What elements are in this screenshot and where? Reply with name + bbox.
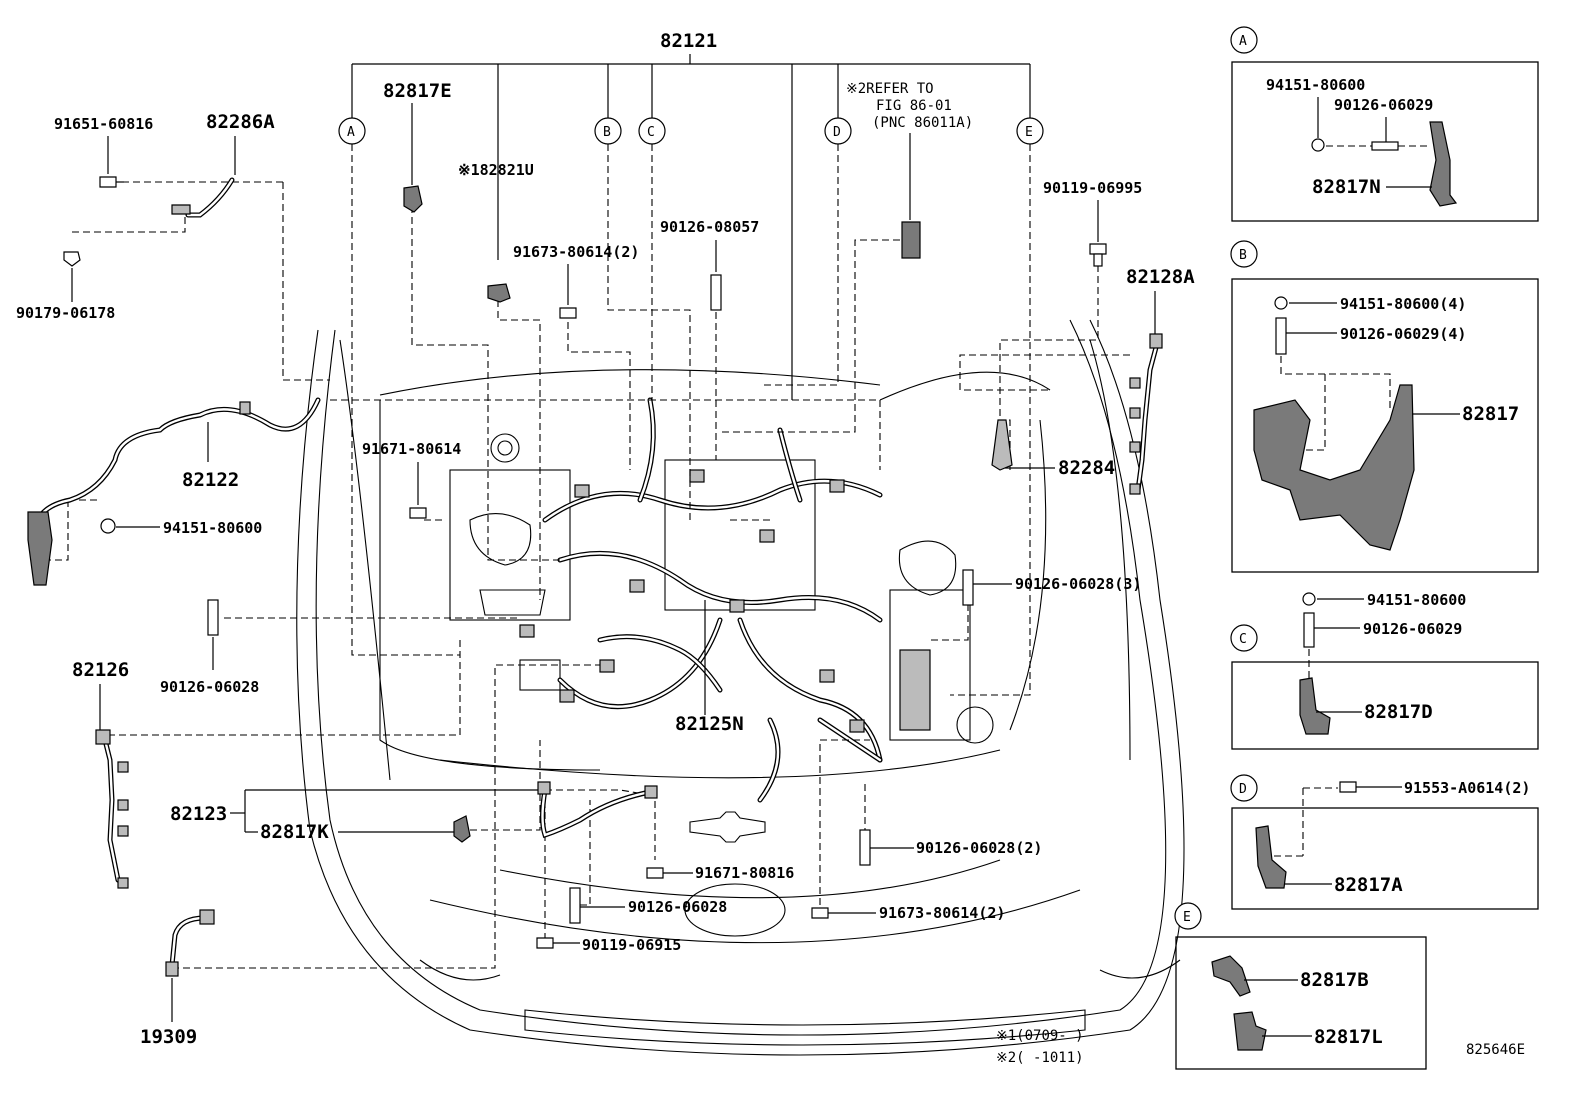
part-82122: 82122 [27, 397, 321, 586]
svg-text:91673-80614(2): 91673-80614(2) [879, 904, 1005, 922]
detail-box-d: D 91553-A0614(2) 82817A [1230, 774, 1539, 910]
part-82821u: ※182821U [458, 161, 534, 303]
part-82128a: 82128A [1126, 266, 1195, 495]
stud-90126-08057: 90126-08057 [660, 218, 759, 311]
svg-text:91671-80614: 91671-80614 [362, 440, 461, 458]
stud-90126-06028-bottom: 90126-06028 [569, 887, 727, 924]
bolt-91671-80614: 91671-80614 [362, 440, 461, 519]
label-82121: 82121 [660, 30, 717, 52]
nut-94151-80600-left: 94151-80600 [100, 518, 262, 537]
svg-text:90126-08057: 90126-08057 [660, 218, 759, 236]
svg-text:※2REFER TO: ※2REFER TO [846, 81, 934, 97]
stud-90126-06028-2: 90126-06028(2) [859, 829, 1042, 866]
svg-text:C: C [647, 125, 655, 140]
svg-text:A: A [1239, 34, 1247, 49]
svg-text:90126-06028(3): 90126-06028(3) [1015, 575, 1141, 593]
svg-text:C: C [1239, 632, 1247, 647]
svg-text:82125N: 82125N [675, 713, 744, 735]
svg-text:90126-06029: 90126-06029 [1363, 620, 1462, 638]
svg-text:※2( -1011): ※2( -1011) [996, 1050, 1084, 1066]
svg-text:82817E: 82817E [383, 80, 452, 102]
part-82125n: 82125N [675, 600, 744, 735]
circle-marker-d: D [824, 117, 852, 145]
svg-text:※182821U: ※182821U [458, 161, 534, 179]
svg-text:94151-80600: 94151-80600 [1367, 591, 1466, 609]
svg-text:90126-06028: 90126-06028 [160, 678, 259, 696]
svg-text:E: E [1183, 910, 1191, 925]
svg-text:82128A: 82128A [1126, 266, 1195, 288]
circle-marker-b: B [594, 117, 622, 145]
svg-text:82286A: 82286A [206, 111, 275, 133]
svg-text:90126-06029: 90126-06029 [1334, 96, 1433, 114]
svg-text:82817A: 82817A [1334, 874, 1403, 896]
circle-marker-e: E [1016, 117, 1044, 145]
svg-text:91673-80614(2): 91673-80614(2) [513, 243, 639, 261]
svg-text:D: D [833, 125, 841, 140]
svg-text:FIG 86-01: FIG 86-01 [876, 98, 952, 114]
svg-text:94151-80600: 94151-80600 [163, 519, 262, 537]
svg-text:91553-A0614(2): 91553-A0614(2) [1404, 779, 1530, 797]
footnotes: ※1(0709- ) ※2( -1011) [996, 1028, 1084, 1066]
svg-text:(PNC 86011A): (PNC 86011A) [872, 115, 973, 131]
svg-text:B: B [1239, 248, 1247, 263]
bolt-90119-06915: 90119-06915 [536, 936, 681, 954]
svg-text:82817K: 82817K [260, 821, 329, 843]
svg-text:94151-80600(4): 94151-80600(4) [1340, 295, 1466, 313]
detail-box-e: E 82817B 82817L [1174, 902, 1427, 1070]
circle-marker-a: A [338, 117, 366, 145]
part-82284: 82284 [991, 419, 1115, 479]
stud-90126-06028-3: 90126-06028(3) [962, 569, 1141, 606]
svg-text:E: E [1025, 125, 1033, 140]
callout-82121-tree: 82121 [351, 30, 1031, 400]
svg-text:A: A [347, 125, 355, 140]
svg-text:91671-80816: 91671-80816 [695, 864, 794, 882]
part-82286a: 82286A [171, 111, 275, 218]
leader-lines-dashed [48, 144, 1130, 969]
stud-90126-06028-left: 90126-06028 [160, 599, 259, 696]
bolt-91651-60816: 91651-60816 [54, 115, 153, 188]
part-82126: 82126 [72, 659, 129, 889]
svg-text:82123: 82123 [170, 803, 227, 825]
svg-text:90119-06915: 90119-06915 [582, 936, 681, 954]
refer-note: ※2REFER TO FIG 86-01 (PNC 86011A) [846, 81, 973, 259]
svg-text:90126-06028: 90126-06028 [628, 898, 727, 916]
svg-text:90126-06029(4): 90126-06029(4) [1340, 325, 1466, 343]
svg-text:90119-06995: 90119-06995 [1043, 179, 1142, 197]
bolt-91673-80614-bottom: 91673-80614(2) [811, 904, 1005, 922]
part-82817e: 82817E [383, 80, 452, 213]
svg-text:D: D [1239, 782, 1247, 797]
svg-text:90126-06028(2): 90126-06028(2) [916, 839, 1042, 857]
diagram-id: 825646E [1466, 1042, 1525, 1058]
svg-text:82126: 82126 [72, 659, 129, 681]
bolt-90119-06995: 90119-06995 [1043, 179, 1142, 267]
bolt-91671-80816: 91671-80816 [646, 864, 794, 882]
svg-text:19309: 19309 [140, 1026, 197, 1048]
detail-box-a: A 94151-80600 90126-06029 82817N [1230, 26, 1539, 222]
svg-text:90179-06178: 90179-06178 [16, 304, 115, 322]
part-82123-and-82817k: 82123 82817K [170, 781, 658, 843]
svg-text:82817B: 82817B [1300, 969, 1369, 991]
svg-text:91651-60816: 91651-60816 [54, 115, 153, 133]
part-19309: 19309 [140, 909, 215, 1048]
svg-text:B: B [603, 125, 611, 140]
engine-bay [449, 397, 994, 803]
circle-marker-c: C [638, 117, 666, 145]
svg-text:82817D: 82817D [1364, 701, 1433, 723]
svg-text:94151-80600: 94151-80600 [1266, 76, 1365, 94]
detail-box-c: C 94151-80600 90126-06029 82817D [1230, 591, 1539, 750]
clip-90179-06178: 90179-06178 [16, 251, 115, 322]
svg-text:82817L: 82817L [1314, 1026, 1383, 1048]
bolt-91673-80614-top: 91673-80614(2) [513, 243, 639, 319]
svg-text:82122: 82122 [182, 469, 239, 491]
svg-text:82817N: 82817N [1312, 176, 1381, 198]
svg-text:82817: 82817 [1462, 403, 1519, 425]
svg-text:※1(0709- ): ※1(0709- ) [996, 1028, 1084, 1044]
detail-box-b: B 94151-80600(4) 90126-06029(4) 82817 [1230, 240, 1539, 573]
vehicle-body-outline [296, 319, 1185, 1056]
svg-text:82284: 82284 [1058, 457, 1115, 479]
